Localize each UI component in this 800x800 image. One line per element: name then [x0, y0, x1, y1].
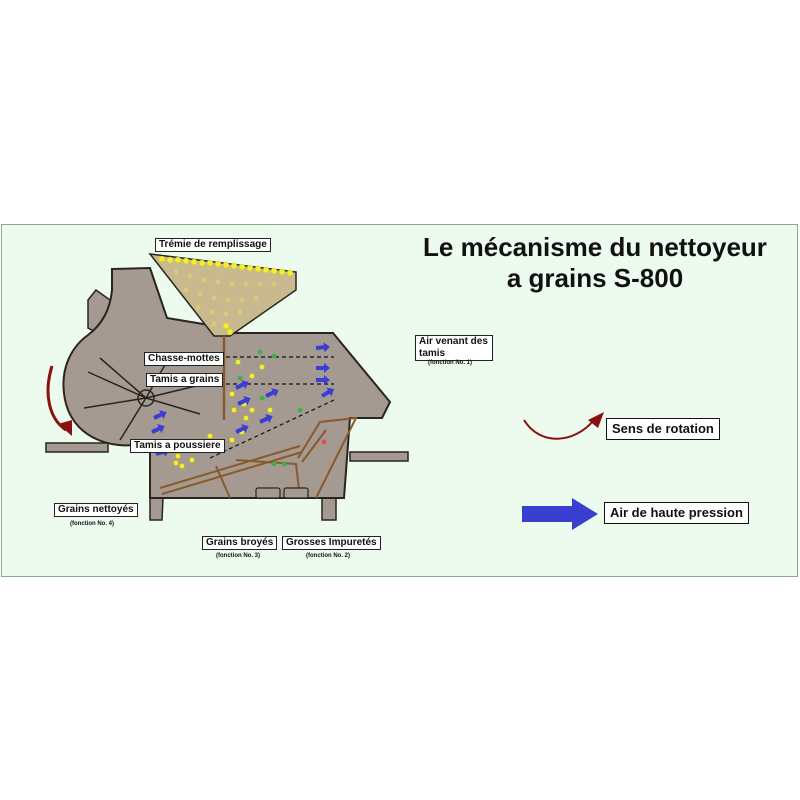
label-air-venant-sub: (fonction No. 1)	[428, 360, 472, 366]
label-grains-broyes: Grains broyés	[202, 536, 278, 550]
rotation-legend-icon	[523, 419, 595, 440]
legend-air: Air de haute pression	[604, 502, 749, 524]
label-grains-broyes-sub: (fonction No. 3)	[216, 553, 260, 559]
tray-left	[255, 487, 281, 499]
label-chasse-mottes: Chasse-mottes	[144, 352, 224, 366]
machine-support-left	[45, 442, 109, 453]
air-legend-icon	[522, 498, 598, 530]
label-grains-nettoyes: Grains nettoyés	[54, 503, 138, 517]
label-tamis-grains: Tamis a grains	[146, 373, 224, 387]
output-chutes	[159, 416, 358, 499]
hopper-grain-texture	[173, 269, 277, 327]
label-air-venant: Air venant des tamis	[415, 335, 493, 361]
impurity-particles	[237, 349, 303, 467]
hopper-grains	[158, 255, 294, 336]
rotation-legend-icon-head	[588, 412, 604, 428]
label-tamis-poussiere: Tamis a poussiere	[130, 439, 225, 453]
label-grosses-impuretes: Grosses Impuretés	[282, 536, 381, 550]
coarse-impurity-particle	[321, 439, 327, 445]
diagram-title: Le mécanisme du nettoyeur a grains S-800	[410, 232, 780, 294]
machine-leg-right	[321, 497, 337, 521]
label-tremie: Trémie de remplissage	[155, 238, 271, 252]
title-line-2: a grains S-800	[506, 263, 684, 293]
machine-support-right	[349, 451, 409, 462]
label-grains-nettoyes-sub: (fonction No. 4)	[70, 521, 114, 527]
title-line-1: Le mécanisme du nettoyeur	[423, 232, 767, 262]
machine-leg-left	[149, 497, 164, 521]
machine-rotation-arrow-head	[58, 420, 72, 436]
label-grosses-impuretes-sub: (fonction No. 2)	[306, 553, 350, 559]
legend-rotation: Sens de rotation	[606, 418, 720, 440]
tray-right	[283, 487, 309, 499]
